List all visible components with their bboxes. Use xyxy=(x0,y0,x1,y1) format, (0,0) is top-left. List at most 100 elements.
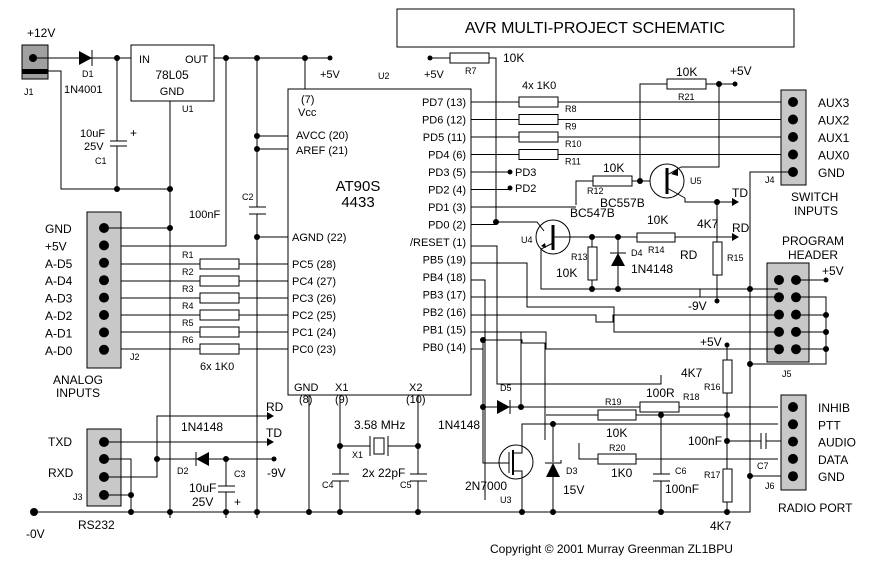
j4-pin-label: AUX2 xyxy=(818,114,850,128)
j4-pin-label: AUX3 xyxy=(818,96,850,110)
r15-ref: R15 xyxy=(727,253,744,263)
title-block: AVR MULTI-PROJECT SCHEMATIC xyxy=(396,8,795,48)
mcu-aref: AREF (21) xyxy=(296,145,348,157)
r16-value: 4K7 xyxy=(681,366,703,380)
receive-section: U4 BC547B R13 10K D4 1N4148 R14 10K RD R… xyxy=(496,206,753,313)
j3-pin-label: RXD xyxy=(48,466,74,480)
mcu-pin-right: PB2 (16) xyxy=(423,307,466,319)
mcu-pin-right: PB0 (14) xyxy=(423,342,466,354)
c4-ref: C4 xyxy=(322,480,334,490)
mcu-5v-label: +5V xyxy=(320,69,341,81)
r18-ref: R18 xyxy=(683,392,700,402)
r-analog-ref: R2 xyxy=(182,267,194,277)
mcu-part1: AT90S xyxy=(336,178,381,195)
j4-pin-label: AUX1 xyxy=(818,131,850,145)
mcu-pin-right: PD6 (12) xyxy=(422,115,466,127)
pd3-label: PD3 xyxy=(515,167,536,179)
j6-ref: J6 xyxy=(765,481,775,491)
d4-diode-icon xyxy=(611,253,625,266)
d1-diode-icon xyxy=(79,51,92,65)
d1-ref: D1 xyxy=(82,69,94,79)
r-aux-ref: R8 xyxy=(565,104,577,114)
r-analog-value: 6x 1K0 xyxy=(200,361,234,373)
mcu-avcc: AVCC (20) xyxy=(296,130,348,142)
c7-ref: C7 xyxy=(757,461,769,471)
r-analog-ref: R3 xyxy=(182,284,194,294)
r13-value: 10K xyxy=(556,266,577,280)
mcu-x1-pin: (9) xyxy=(335,394,348,406)
mcu-x1: X1 xyxy=(335,382,348,394)
r20-ref: R20 xyxy=(609,443,626,453)
j5-pin xyxy=(774,344,784,355)
resistor-r-analog xyxy=(199,326,240,338)
mcu-pin-right: /RESET (1) xyxy=(410,237,466,249)
j6-pin xyxy=(788,471,798,482)
c2-value: 100nF xyxy=(189,209,220,221)
j1-ref: J1 xyxy=(24,87,34,97)
d5-ref: D5 xyxy=(500,383,512,393)
mcu-body xyxy=(287,88,472,396)
r21-ref: R21 xyxy=(678,92,695,102)
mcu-ref: U2 xyxy=(378,71,390,81)
r-aux-value: 4x 1K0 xyxy=(522,80,556,92)
j4-pin-label: AUX0 xyxy=(818,149,850,163)
j2-pin xyxy=(99,240,109,251)
radio-network: +5V R16 4K7 R19 10K 100R R18 C6 100nF R2… xyxy=(546,335,793,533)
d4-ref: D4 xyxy=(631,248,643,258)
u5-part: BC557B xyxy=(600,196,645,210)
r14-ref: R14 xyxy=(648,245,665,255)
c5-ref: C5 xyxy=(400,480,412,490)
rd-label-mid: RD xyxy=(680,248,698,262)
j6-pin xyxy=(788,402,798,412)
j2-pin xyxy=(99,257,109,268)
mcu-x2-pin: (10) xyxy=(406,394,426,406)
resistor-r-aux xyxy=(518,131,559,143)
ptt-section: D5 1N4148 2N7000 U3 D3 15V xyxy=(438,383,778,512)
j4-pin xyxy=(788,132,798,142)
j5-pin xyxy=(774,326,784,337)
j2-pin-label: GND xyxy=(45,222,72,236)
j1-sleeve xyxy=(22,69,48,74)
reg-part: 78L05 xyxy=(155,68,189,82)
mcu-gnd-pin: (8) xyxy=(299,394,312,406)
j4-title1: SWITCH xyxy=(791,190,838,204)
resistor-r-analog xyxy=(199,275,240,287)
mcu-pin-right: PD1 (3) xyxy=(428,202,466,214)
r7-ref: R7 xyxy=(465,66,477,76)
j6-pin xyxy=(788,453,798,464)
resistor-r-aux xyxy=(518,114,559,125)
d2-ref: D2 xyxy=(177,466,189,476)
x1-ref: X1 xyxy=(352,450,363,460)
aux-5v-label: +5V xyxy=(424,69,445,81)
j2-pin xyxy=(99,310,109,320)
c1-ref: C1 xyxy=(95,156,107,166)
connector-j5: PROGRAM HEADER +5V J5 xyxy=(747,234,844,379)
r14-value: 10K xyxy=(647,213,668,227)
zero-v-label: -0V xyxy=(26,527,45,541)
j5-5v-label: +5V xyxy=(822,264,844,278)
r15-value: 4K7 xyxy=(697,217,719,231)
j2-pin xyxy=(99,344,109,355)
r20-value: 1K0 xyxy=(611,466,633,480)
r7-value: 10K xyxy=(503,51,524,65)
rd-label-left: RD xyxy=(266,400,284,414)
resistor-r-analog xyxy=(199,309,240,321)
mcu-vcc: Vcc xyxy=(298,107,317,119)
minus9v-right: -9V xyxy=(688,299,707,313)
c2-ref: C2 xyxy=(242,192,254,202)
j4-pin xyxy=(788,149,798,160)
d2-diode-icon xyxy=(196,452,209,466)
td-label-left: TD xyxy=(266,426,282,440)
r13-ref: R13 xyxy=(571,252,588,262)
mcu-pin-right: PD2 (4) xyxy=(428,185,466,197)
connector-j2: GND+5VA-D5A-D4A-D3A-D2A-D1A-D0 J2 ANALOG… xyxy=(45,211,234,400)
c3-value2: 25V xyxy=(192,495,213,509)
mcu-pin-pc: PC0 (23) xyxy=(292,344,336,356)
r-aux-ref: R9 xyxy=(565,122,577,132)
r16-5v-label: +5V xyxy=(700,335,722,349)
mcu-pin-pc: PC1 (24) xyxy=(292,327,336,339)
j3-ref: J3 xyxy=(73,492,83,502)
